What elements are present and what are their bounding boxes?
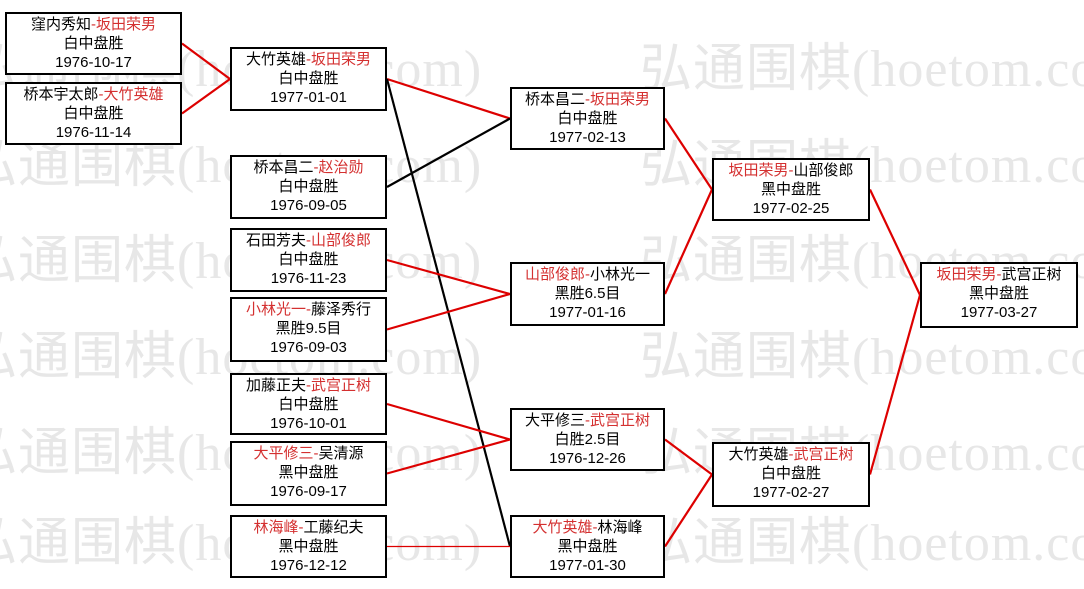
match-box-C3: 大平修三-武宫正树 白胜2.5目 1976-12-26 [510,408,665,471]
match-date: 1977-02-27 [752,484,830,501]
match-box-C2: 山部俊郎-小林光一 黑胜6.5目 1977-01-16 [510,262,665,326]
match-date: 1976-09-03 [270,339,347,356]
match-players: 坂田荣男-山部俊郎 [728,162,854,179]
connector-D2-E1-red [868,294,922,475]
match-box-E1: 坂田荣男-武宫正树 黑中盘胜 1977-03-27 [920,262,1078,328]
match-box-B7: 林海峰-工藤纪夫 黑中盘胜 1976-12-12 [230,515,387,578]
match-box-B2: 桥本昌二-赵治勋 白中盘胜 1976-09-05 [230,155,387,219]
match-date: 1977-01-01 [270,89,347,106]
match-result: 白中盘胜 [278,251,339,268]
match-date: 1976-10-01 [270,415,347,432]
match-box-B5: 加藤正夫-武宫正树 白中盘胜 1976-10-01 [230,373,387,435]
match-result: 黑中盘胜 [557,538,618,555]
connector-A1-B1-red [181,42,231,80]
match-players: 坂田荣男-武宫正树 [936,266,1062,283]
match-date: 1976-11-14 [55,124,132,141]
match-result: 白中盘胜 [278,396,339,413]
match-box-C1: 桥本昌二-坂田荣男 白中盘胜 1977-02-13 [510,87,665,150]
match-box-B4: 小林光一-藤泽秀行 黑胜9.5目 1976-09-03 [230,297,387,362]
connector-B2-C1-black [386,117,511,188]
match-players: 桥本昌二-坂田荣男 [524,91,651,108]
connector-C4-D2-red [664,473,713,548]
watermark-text: 弘通围棋(hoetom.com) [640,329,1084,386]
match-result: 白中盘胜 [278,178,339,195]
connector-B1-C1-red [386,77,511,120]
match-box-D1: 坂田荣男-山部俊郎 黑中盘胜 1977-02-25 [712,158,870,221]
match-players: 大竹英雄-坂田荣男 [245,51,372,68]
match-players: 桥本昌二-赵治勋 [253,159,364,176]
match-players: 林海峰-工藤纪夫 [253,519,364,536]
match-players: 大竹英雄-林海峰 [532,519,643,536]
connector-A2-B1-red [181,78,231,115]
match-date: 1976-12-12 [270,557,347,574]
watermark-row: 弘通围棋(hoetom.com)弘通围棋(hoetom.com) [0,314,1084,389]
match-date: 1977-01-16 [549,304,626,321]
match-players: 窪内秀知-坂田荣男 [30,16,157,33]
match-box-D2: 大竹英雄-武宫正树 白中盘胜 1977-02-27 [712,442,870,507]
match-box-B3: 石田芳夫-山部俊郎 白中盘胜 1976-11-23 [230,228,387,292]
match-date: 1976-09-17 [270,483,347,500]
match-date: 1977-02-25 [752,200,830,217]
match-box-B1: 大竹英雄-坂田荣男 白中盘胜 1977-01-01 [230,47,387,111]
match-box-B6: 大平修三-吴清源 黑中盘胜 1976-09-17 [230,441,387,506]
match-result: 黑中盘胜 [760,181,821,198]
match-box-C4: 大竹英雄-林海峰 黑中盘胜 1977-01-30 [510,515,665,578]
match-box-A1: 窪内秀知-坂田荣男 白中盘胜 1976-10-17 [5,12,182,75]
match-result: 白中盘胜 [63,105,124,122]
connector-B5-C3-red [386,402,511,441]
match-result: 白胜2.5目 [554,431,621,448]
match-box-A2: 桥本宇太郎-大竹英雄 白中盘胜 1976-11-14 [5,82,182,145]
match-date: 1977-03-27 [960,304,1038,321]
match-players: 山部俊郎-小林光一 [524,266,651,283]
connector-C2-D1-red [663,189,714,295]
watermark-text: 弘通围棋(hoetom.com) [640,41,1084,98]
match-result: 白中盘胜 [557,110,618,127]
match-date: 1977-01-30 [549,557,626,574]
match-date: 1977-02-13 [549,129,626,146]
match-players: 大平修三-吴清源 [253,445,364,462]
match-players: 大竹英雄-武宫正树 [728,446,854,463]
connector-D1-E1-red [869,189,921,296]
match-result: 白中盘胜 [278,70,339,87]
match-date: 1976-10-17 [55,54,132,71]
match-result: 黑胜6.5目 [554,285,621,302]
connector-B3-C2-red [386,258,511,296]
match-date: 1976-11-23 [270,270,347,287]
match-date: 1976-09-05 [270,197,347,214]
match-players: 加藤正夫-武宫正树 [245,377,372,394]
match-result: 黑中盘胜 [968,285,1029,302]
match-result: 黑胜9.5目 [275,320,342,337]
match-players: 石田芳夫-山部俊郎 [245,232,372,249]
match-result: 白中盘胜 [760,465,821,482]
match-players: 桥本宇太郎-大竹英雄 [23,86,164,103]
match-date: 1976-12-26 [549,450,626,467]
connector-C1-D1-red [664,117,713,191]
match-result: 白中盘胜 [63,35,124,52]
match-players: 小林光一-藤泽秀行 [245,301,372,318]
match-result: 黑中盘胜 [278,464,339,481]
match-players: 大平修三-武宫正树 [524,412,651,429]
connector-C3-D2-red [664,438,713,476]
watermark-row: 弘通围棋(hoetom.com)弘通围棋(hoetom.com) [0,500,1084,575]
connector-B6-C3-red [386,438,511,475]
watermark-text: 弘通围棋(hoetom.com) [640,515,1084,572]
connector-B4-C2-red [386,292,511,331]
match-result: 黑中盘胜 [278,538,339,555]
